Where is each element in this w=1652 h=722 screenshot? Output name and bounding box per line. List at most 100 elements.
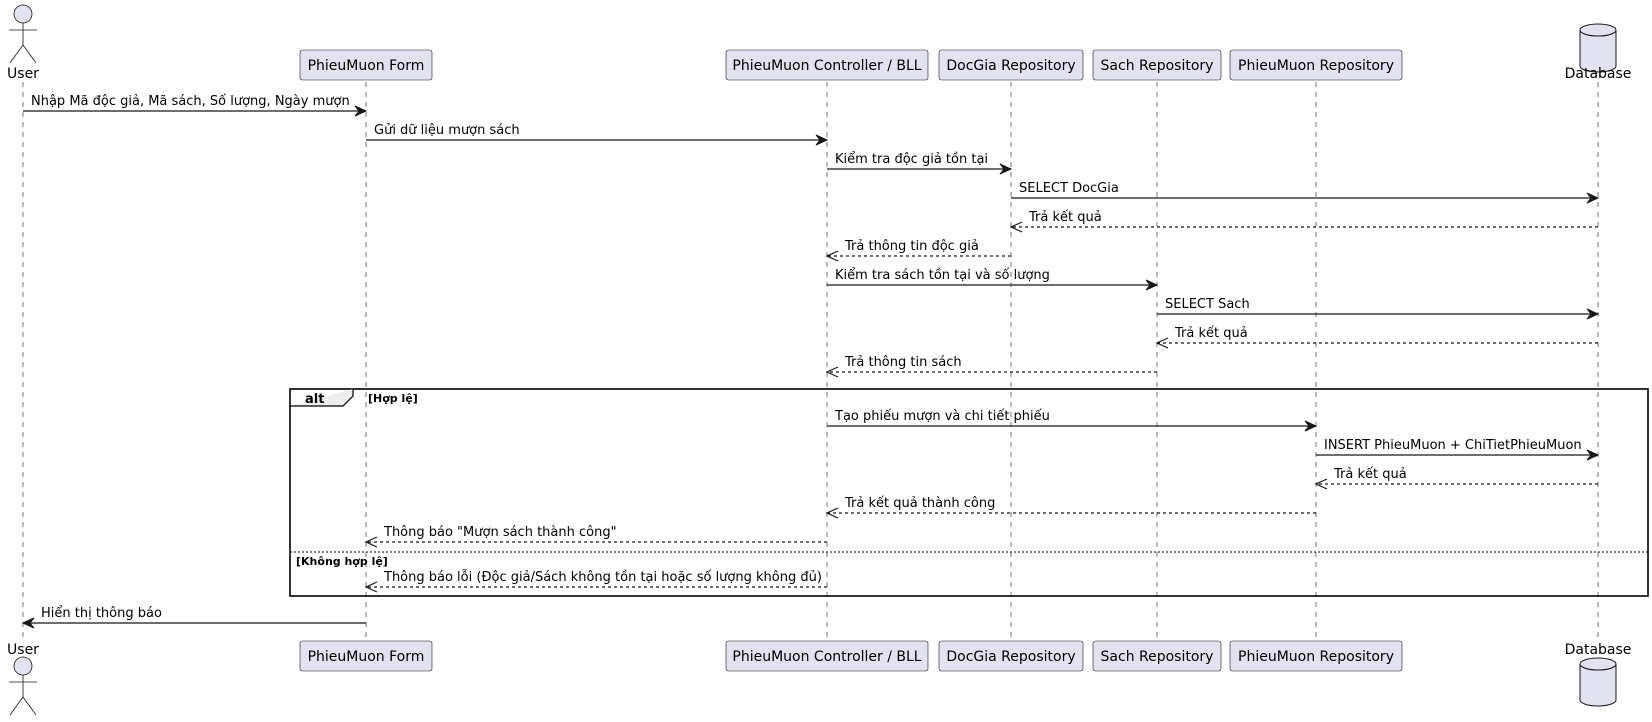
participant-docgia-top: DocGia Repository — [938, 49, 1084, 81]
actor-bottom: User — [7, 642, 39, 716]
filled-arrowhead-icon — [1586, 192, 1600, 204]
message-label: Gửi dữ liệu mượn sách — [374, 123, 520, 138]
filled-arrowhead-icon — [815, 134, 829, 146]
participant-box — [1229, 49, 1403, 81]
actor-leg-right — [22, 696, 37, 716]
filled-arrowhead-icon — [1304, 420, 1318, 432]
participant-ctrl-bottom: PhieuMuon Controller / BLL — [725, 640, 929, 672]
message-3: Kiểm tra độc giả tồn tại — [827, 152, 1013, 175]
message-label: Thông báo lỗi (Độc giả/Sách không tồn tạ… — [383, 570, 822, 585]
message-17: Hiển thị thông báo — [21, 606, 366, 629]
participant-label-5-bottom: PhieuMuon Repository — [1238, 649, 1394, 665]
message-label: Trả kết quả — [1174, 326, 1248, 341]
participant-box — [1229, 640, 1403, 672]
participant-box — [299, 49, 433, 81]
participant-label-6-top: Database — [1565, 66, 1632, 82]
message-11: Tạo phiếu mượn và chi tiết phiếu — [827, 409, 1318, 432]
message-label: Trả kết quả — [1333, 467, 1407, 482]
participant-label-0-top: User — [7, 66, 39, 82]
alt-tab — [290, 389, 354, 407]
participant-box — [725, 49, 929, 81]
message-label: INSERT PhieuMuon + ChiTietPhieuMuon — [1324, 438, 1582, 453]
participant-label-0-bottom: User — [7, 642, 39, 658]
filled-arrowhead-icon — [1586, 449, 1600, 461]
participant-label-4-top: Sach Repository — [1101, 58, 1214, 74]
participant-docgia-bottom: DocGia Repository — [938, 640, 1084, 672]
database-icon — [1579, 30, 1617, 73]
message-6: Trả thông tin độc giả — [825, 239, 1011, 262]
open-arrowhead-icon — [364, 536, 378, 548]
filled-arrowhead-icon — [1586, 308, 1600, 320]
message-label: Kiểm tra sách tồn tại và số lượng — [835, 268, 1050, 283]
participant-box — [1092, 49, 1222, 81]
message-16: Thông báo lỗi (Độc giả/Sách không tồn tạ… — [364, 570, 827, 593]
open-arrowhead-icon — [1314, 478, 1328, 490]
open-arrowhead-icon — [1155, 337, 1169, 349]
participant-sach-top: Sach Repository — [1092, 49, 1222, 81]
database-rim — [1579, 29, 1617, 37]
message-15: Thông báo "Mượn sách thành công" — [364, 525, 827, 548]
message-label: Tạo phiếu mượn và chi tiết phiếu — [834, 409, 1050, 424]
participant-box — [299, 640, 433, 672]
message-label: SELECT Sach — [1165, 297, 1250, 312]
message-label: Trả thông tin sách — [844, 355, 962, 370]
filled-arrowhead-icon — [21, 617, 35, 629]
message-label: Trả kết quả thành công — [844, 496, 995, 511]
participant-box — [725, 640, 929, 672]
message-7: Kiểm tra sách tồn tại và số lượng — [827, 268, 1159, 291]
open-arrowhead-icon — [825, 366, 839, 378]
participant-label-2-bottom: PhieuMuon Controller / BLL — [732, 649, 921, 665]
message-10: Trả thông tin sách — [825, 355, 1157, 378]
message-9: Trả kết quả — [1155, 326, 1598, 349]
lifelines — [22, 82, 1599, 641]
participant-label-4-bottom: Sach Repository — [1101, 649, 1214, 665]
open-arrowhead-icon — [364, 581, 378, 593]
alt-guard-valid: [Hợp lệ] — [368, 392, 418, 405]
database-top: Database — [1565, 23, 1632, 82]
message-label: Thông báo "Mượn sách thành công" — [383, 525, 617, 540]
actor-leg-right — [22, 44, 37, 64]
actor-head-icon — [13, 656, 33, 676]
message-label: Trả kết quả — [1028, 210, 1102, 225]
message-label: Nhập Mã độc giả, Mã sách, Số lượng, Ngày… — [31, 94, 350, 109]
message-2: Gửi dữ liệu mượn sách — [366, 123, 829, 146]
database-rim — [1579, 663, 1617, 671]
message-label: SELECT DocGia — [1019, 181, 1119, 196]
message-13: Trả kết quả — [1314, 467, 1598, 490]
message-12: INSERT PhieuMuon + ChiTietPhieuMuon — [1316, 438, 1600, 461]
participant-label-5-top: PhieuMuon Repository — [1238, 58, 1394, 74]
message-label: Hiển thị thông báo — [41, 606, 162, 621]
open-arrowhead-icon — [825, 250, 839, 262]
actor-leg-left — [9, 44, 24, 64]
database-bottom: Database — [1565, 642, 1632, 707]
participants-bottom: User PhieuMuon Form PhieuMuon Controller /… — [7, 640, 1632, 716]
actor-leg-left — [9, 696, 24, 716]
participant-box — [938, 640, 1084, 672]
participant-label-3-bottom: DocGia Repository — [946, 649, 1075, 665]
alt-frame-border — [289, 388, 1649, 597]
open-arrowhead-icon — [1009, 221, 1023, 233]
filled-arrowhead-icon — [1145, 279, 1159, 291]
messages: Nhập Mã độc giả, Mã sách, Số lượng, Ngày… — [21, 94, 1600, 629]
participant-box — [938, 49, 1084, 81]
alt-keyword: alt — [305, 392, 324, 407]
open-arrowhead-icon — [825, 507, 839, 519]
participant-label-3-top: DocGia Repository — [946, 58, 1075, 74]
alt-fragment: alt[Hợp lệ][Không hợp lệ] — [289, 388, 1649, 597]
participant-form-bottom: PhieuMuon Form — [299, 640, 433, 672]
participant-label-6-bottom: Database — [1565, 642, 1632, 658]
database-icon — [1579, 664, 1617, 707]
participant-pmrepo-top: PhieuMuon Repository — [1229, 49, 1403, 81]
message-8: SELECT Sach — [1157, 297, 1600, 320]
message-label: Kiểm tra độc giả tồn tại — [835, 152, 988, 167]
message-14: Trả kết quả thành công — [825, 496, 1316, 519]
participant-label-2-top: PhieuMuon Controller / BLL — [732, 58, 921, 74]
actor-head-icon — [13, 4, 33, 24]
filled-arrowhead-icon — [999, 163, 1013, 175]
message-1: Nhập Mã độc giả, Mã sách, Số lượng, Ngày… — [23, 94, 368, 117]
participant-box — [1092, 640, 1222, 672]
message-label: Trả thông tin độc giả — [844, 239, 979, 254]
filled-arrowhead-icon — [354, 105, 368, 117]
message-5: Trả kết quả — [1009, 210, 1598, 233]
